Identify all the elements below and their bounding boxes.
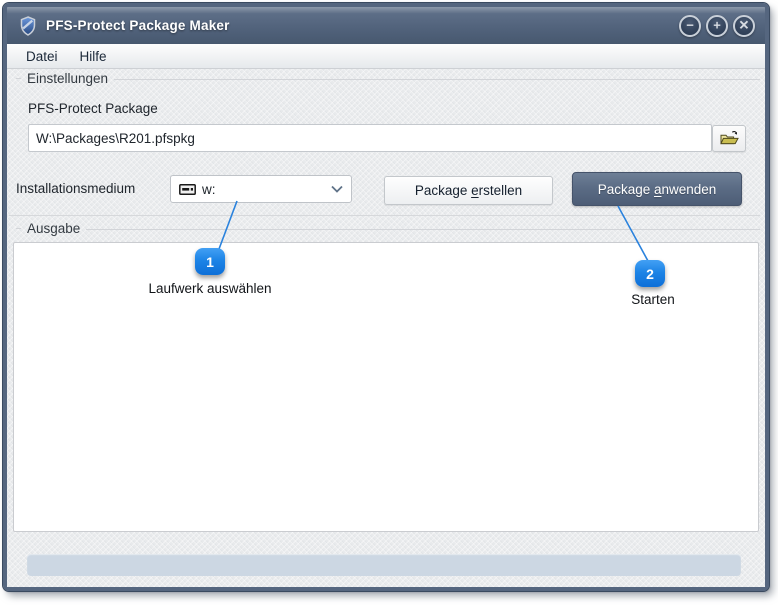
drive-select[interactable]: w: [170, 175, 352, 203]
output-group-legend: Ausgabe [16, 221, 760, 236]
legend-line-left [16, 78, 21, 79]
menu-item-datei[interactable]: Datei [26, 48, 58, 64]
output-legend-text: Ausgabe [27, 221, 81, 236]
close-button[interactable]: ✕ [733, 14, 755, 37]
callout-badge-1: 1 [195, 248, 225, 275]
drive-icon [179, 183, 196, 195]
menu-item-hilfe[interactable]: Hilfe [79, 48, 107, 64]
window-title: PFS-Protect Package Maker [46, 18, 230, 33]
output-textarea [13, 242, 759, 532]
legend-line-left [16, 228, 21, 229]
legend-line-right [86, 228, 760, 230]
maximize-button[interactable]: + [706, 14, 728, 37]
package-path-input[interactable] [28, 124, 712, 152]
settings-legend-text: Einstellungen [27, 71, 109, 86]
chevron-down-icon [331, 185, 343, 193]
legend-line-right [114, 78, 760, 80]
minimize-icon: − [686, 17, 694, 33]
browse-button[interactable] [712, 125, 746, 152]
settings-group-bottom-border [9, 215, 760, 216]
callout-label-2: Starten [631, 292, 675, 307]
app-window: PFS-Protect Package Maker − + ✕ Datei Hi… [2, 2, 770, 592]
callout-label-1: Laufwerk auswählen [148, 281, 272, 296]
open-folder-icon [719, 130, 740, 147]
menu-bar: Datei Hilfe [7, 44, 765, 69]
close-icon: ✕ [738, 17, 750, 33]
progress-bar [27, 554, 741, 576]
drive-selected-value: w: [202, 181, 216, 197]
package-path-label: PFS-Protect Package [28, 101, 158, 116]
maximize-icon: + [713, 17, 721, 33]
title-bar: PFS-Protect Package Maker − + ✕ [7, 7, 765, 44]
settings-group-legend: Einstellungen [16, 71, 760, 86]
callout-badge-2: 2 [635, 260, 665, 287]
window-content: Einstellungen PFS-Protect Package Instal… [7, 69, 765, 587]
minimize-button[interactable]: − [679, 14, 701, 37]
shield-app-icon [19, 15, 37, 36]
installation-medium-label: Installationsmedium [16, 181, 136, 196]
